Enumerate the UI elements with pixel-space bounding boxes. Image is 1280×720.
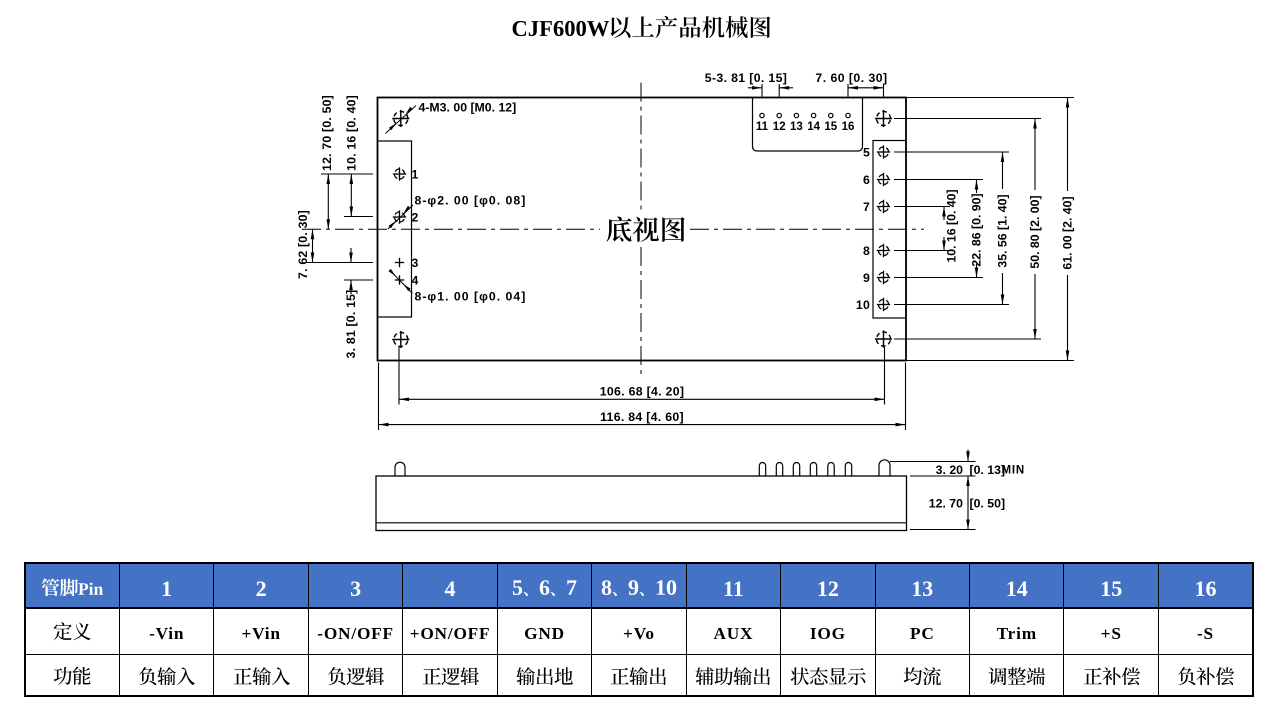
svg-text:14: 14	[807, 121, 820, 133]
svg-text:9: 9	[863, 271, 870, 285]
svg-text:10. 16 [0. 40]: 10. 16 [0. 40]	[344, 95, 358, 171]
svg-text:13: 13	[790, 121, 803, 133]
svg-text:61. 00 [2. 40]: 61. 00 [2. 40]	[1061, 196, 1075, 269]
svg-text:35. 56 [1. 40]: 35. 56 [1. 40]	[996, 194, 1010, 267]
svg-text:12: 12	[773, 121, 786, 133]
svg-text:106. 68 [4. 20]: 106. 68 [4. 20]	[600, 385, 684, 399]
svg-text:6: 6	[863, 173, 870, 187]
svg-text:1: 1	[412, 168, 419, 182]
svg-text:16: 16	[842, 121, 855, 133]
svg-text:7. 60 [0. 30]: 7. 60 [0. 30]	[815, 71, 887, 85]
svg-text:5-3. 81 [0. 15]: 5-3. 81 [0. 15]	[705, 71, 788, 85]
svg-text:4-M3. 00 [M0. 12]: 4-M3. 00 [M0. 12]	[419, 101, 517, 115]
svg-text:15: 15	[824, 121, 837, 133]
svg-text:8-φ2. 00 [φ0. 08]: 8-φ2. 00 [φ0. 08]	[415, 194, 527, 208]
svg-text:4: 4	[412, 274, 419, 288]
svg-text:[0. 50]: [0. 50]	[970, 496, 1006, 510]
svg-text:[0. 13]: [0. 13]	[970, 463, 1006, 477]
svg-text:12. 70: 12. 70	[929, 496, 963, 510]
svg-text:11: 11	[756, 121, 769, 133]
svg-text:10. 16 [0. 40]: 10. 16 [0. 40]	[945, 189, 959, 262]
svg-text:50. 80 [2. 00]: 50. 80 [2. 00]	[1028, 195, 1042, 268]
svg-text:12. 70 [0. 50]: 12. 70 [0. 50]	[320, 95, 334, 171]
svg-text:22. 86 [0. 90]: 22. 86 [0. 90]	[970, 193, 984, 266]
svg-text:3: 3	[412, 256, 419, 270]
svg-text:7: 7	[863, 200, 870, 214]
svg-text:116. 84 [4. 60]: 116. 84 [4. 60]	[600, 410, 684, 424]
svg-text:10: 10	[856, 298, 870, 312]
svg-text:8-φ1. 00 [φ0. 04]: 8-φ1. 00 [φ0. 04]	[415, 290, 527, 304]
svg-text:8: 8	[863, 244, 870, 258]
svg-text:2: 2	[412, 211, 419, 225]
svg-text:MIN: MIN	[1002, 465, 1025, 477]
svg-text:7. 62 [0. 30]: 7. 62 [0. 30]	[296, 210, 310, 279]
svg-text:5: 5	[863, 146, 870, 160]
svg-text:3. 20: 3. 20	[936, 463, 964, 477]
svg-text:3. 81 [0. 15]: 3. 81 [0. 15]	[344, 290, 358, 359]
